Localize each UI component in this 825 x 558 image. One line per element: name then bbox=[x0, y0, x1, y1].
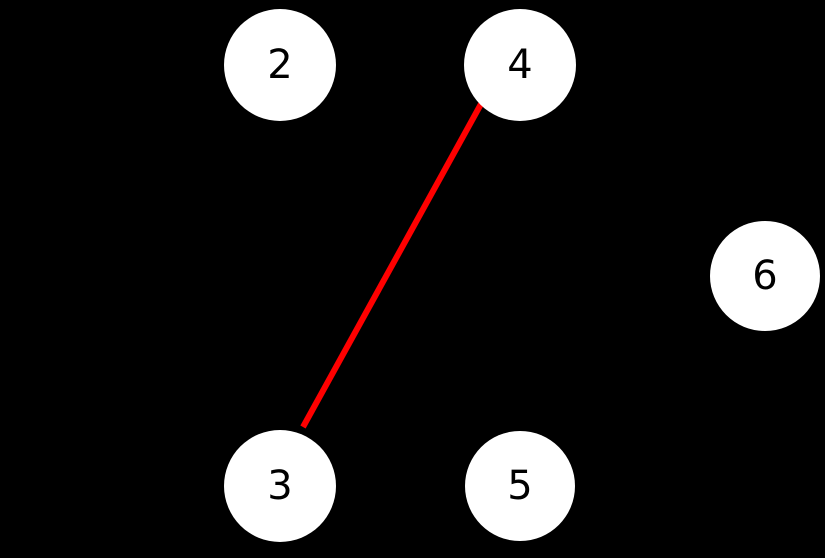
graph-node-label-2: 2 bbox=[267, 42, 293, 88]
graph-node-2[interactable]: 2 bbox=[224, 9, 336, 121]
graph-node-4[interactable]: 4 bbox=[464, 9, 576, 121]
graph-node-5[interactable]: 5 bbox=[465, 431, 575, 541]
graph-node-3[interactable]: 3 bbox=[224, 430, 336, 542]
graph-node-label-5: 5 bbox=[507, 463, 533, 509]
graph-node-label-3: 3 bbox=[267, 463, 293, 509]
graph-node-6[interactable]: 6 bbox=[710, 221, 820, 331]
graph-node-label-6: 6 bbox=[752, 253, 778, 299]
graph-edge-4-3[interactable] bbox=[300, 102, 484, 429]
graph-node-label-4: 4 bbox=[507, 42, 533, 88]
